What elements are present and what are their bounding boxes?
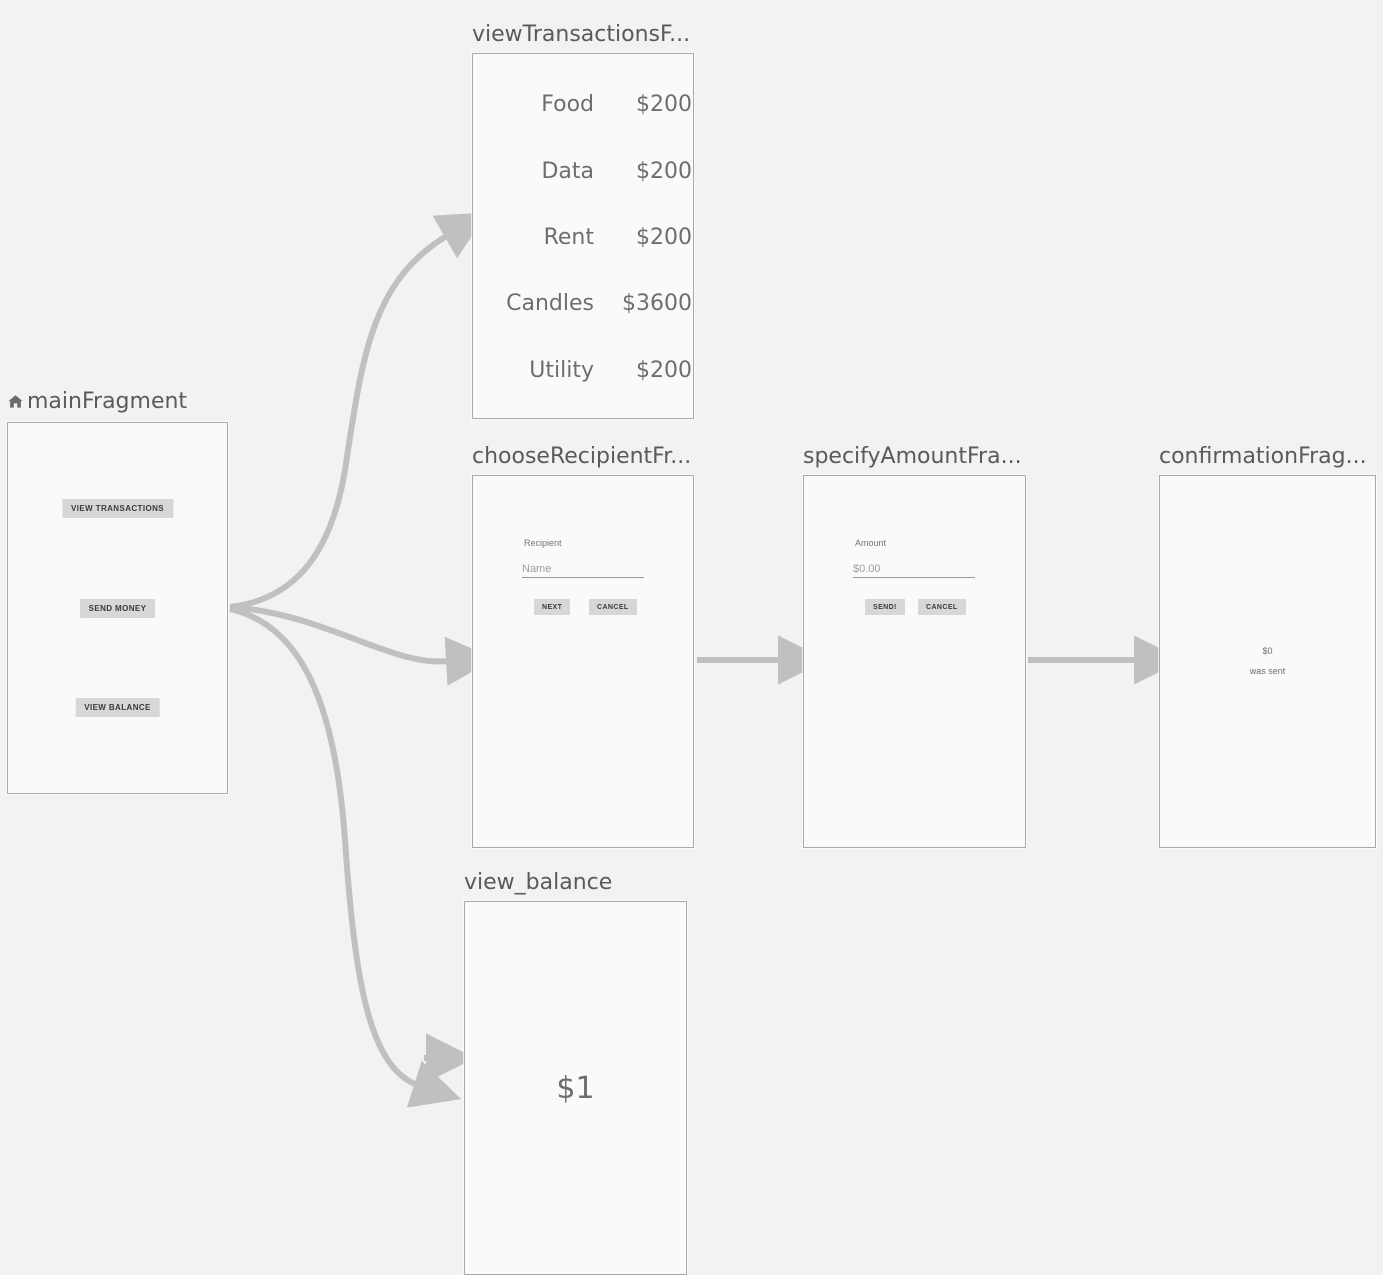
- node-frame: [472, 475, 694, 848]
- amount-cancel-button[interactable]: CANCEL: [918, 599, 966, 615]
- node-frame: [464, 901, 687, 1275]
- node-preview-view-transactions: Food $200 Data $200 Rent $200 Candles $3…: [472, 53, 694, 419]
- node-specify-amount-fragment[interactable]: specifyAmountFra... Amount $0.00 SEND! C…: [803, 444, 1026, 848]
- transaction-row: Rent $200: [472, 222, 694, 252]
- node-frame: [7, 422, 228, 794]
- transaction-row: Data $200: [472, 156, 694, 186]
- transaction-label: Utility: [529, 357, 594, 383]
- edge-main-to-view-balance: [229, 606, 462, 1108]
- node-preview-specify-amount: Amount $0.00 SEND! CANCEL: [803, 475, 1026, 848]
- home-icon: [7, 391, 24, 417]
- transaction-label: Food: [541, 91, 594, 117]
- recipient-next-button[interactable]: NEXT: [534, 599, 571, 615]
- amount-send-button[interactable]: SEND!: [865, 599, 905, 615]
- node-frame: [803, 475, 1026, 848]
- edge-main-to-view-transactions: [229, 212, 488, 610]
- transaction-amount: $3600: [622, 290, 692, 316]
- node-preview-choose-recipient: Recipient Name NEXT CANCEL: [472, 475, 694, 848]
- transaction-label: Data: [541, 158, 594, 184]
- transaction-amount: $200: [636, 158, 692, 184]
- node-frame: [472, 53, 694, 419]
- node-preview-main-fragment: VIEW TRANSACTIONS SEND MONEY VIEW BALANC…: [7, 422, 228, 794]
- transaction-amount: $200: [636, 224, 692, 250]
- balance-amount: $1: [556, 1071, 595, 1106]
- node-title-confirmation: confirmationFrag...: [1159, 444, 1367, 469]
- node-title-view-balance: view_balance: [464, 870, 613, 895]
- node-main-fragment[interactable]: mainFragment VIEW TRANSACTIONS SEND MONE…: [7, 389, 228, 794]
- transaction-row: Food $200: [472, 89, 694, 119]
- node-title-choose-recipient: chooseRecipientFr...: [472, 444, 692, 469]
- node-confirmation-fragment[interactable]: confirmationFrag... $0 was sent: [1159, 444, 1376, 848]
- amount-input[interactable]: $0.00: [853, 563, 975, 578]
- recipient-cancel-button[interactable]: CANCEL: [589, 599, 637, 615]
- node-view-balance-fragment[interactable]: view_balance $1: [464, 870, 687, 1275]
- transaction-amount: $200: [636, 91, 692, 117]
- node-choose-recipient-fragment[interactable]: chooseRecipientFr... Recipient Name NEXT…: [472, 444, 694, 848]
- node-title-view-transactions: viewTransactionsF...: [472, 22, 691, 47]
- confirmation-amount: $0: [1262, 646, 1273, 656]
- amount-field-label: Amount: [855, 538, 887, 548]
- transaction-label: Candles: [506, 290, 594, 316]
- transaction-row: Candles $3600: [472, 288, 694, 318]
- preview-button-view-balance[interactable]: VIEW BALANCE: [75, 698, 160, 717]
- node-view-transactions-fragment[interactable]: viewTransactionsF... Food $200 Data $200…: [472, 22, 694, 419]
- node-frame: [1159, 475, 1376, 848]
- recipient-field-label: Recipient: [524, 538, 562, 548]
- recipient-name-input[interactable]: Name: [522, 563, 644, 578]
- preview-button-send-money[interactable]: SEND MONEY: [79, 599, 156, 618]
- edge-main-to-choose-recipient: [229, 604, 496, 686]
- node-preview-confirmation: $0 was sent: [1159, 475, 1376, 848]
- node-title-text: mainFragment: [27, 389, 188, 414]
- transaction-label: Rent: [543, 224, 594, 250]
- transaction-amount: $200: [636, 357, 692, 383]
- preview-button-view-transactions[interactable]: VIEW TRANSACTIONS: [61, 499, 174, 518]
- node-title-main-fragment: mainFragment: [7, 389, 187, 422]
- node-preview-view-balance: $1: [464, 901, 687, 1275]
- node-title-specify-amount: specifyAmountFra...: [803, 444, 1022, 469]
- confirmation-message: was sent: [1249, 666, 1286, 676]
- transaction-row: Utility $200: [472, 355, 694, 385]
